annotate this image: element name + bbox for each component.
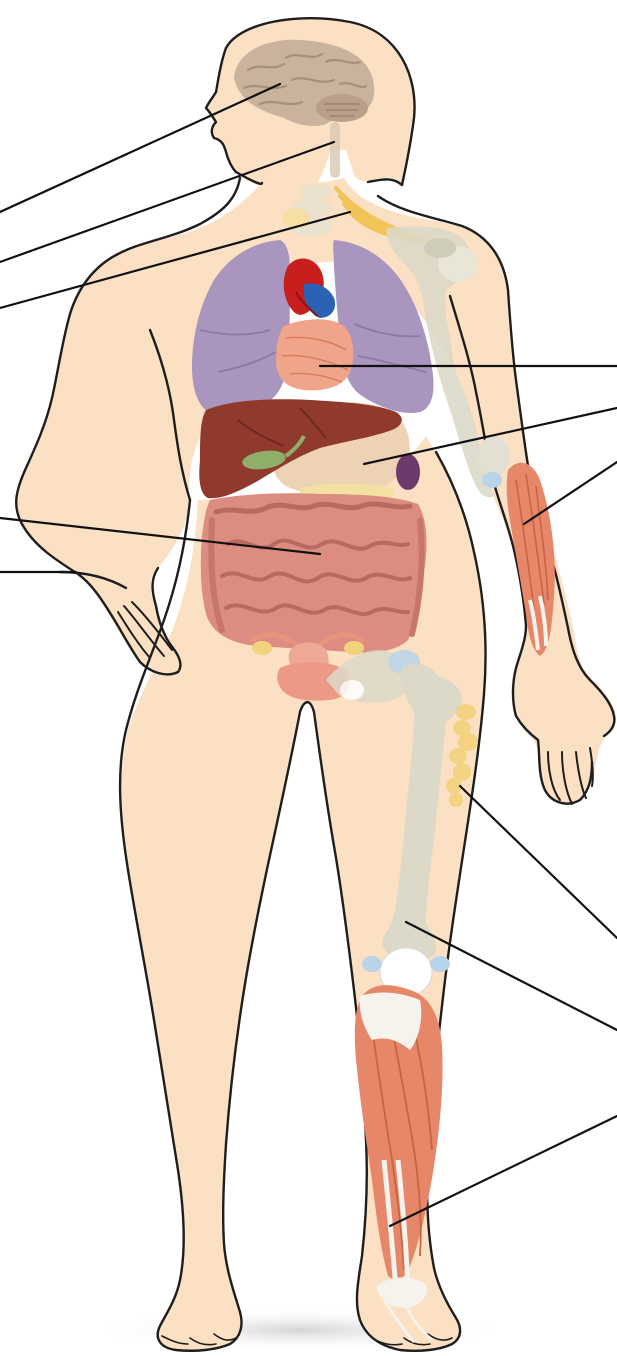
spinal-cord [330,122,340,178]
heart [284,259,335,319]
intestines [201,493,427,652]
diaphragm [276,319,353,390]
spleen [396,454,420,490]
forearm-muscle [507,463,555,656]
leader-adipose [460,786,617,938]
